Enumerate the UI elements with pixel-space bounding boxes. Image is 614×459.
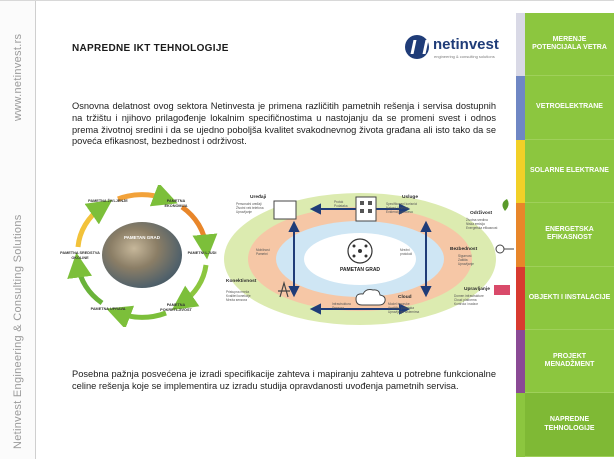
node-title: Cloud bbox=[398, 295, 412, 300]
node-title: Bezbednost bbox=[450, 247, 478, 252]
cycle-label: PAMETNA POKRETLJIVOST bbox=[160, 303, 192, 312]
nav-item-project-management[interactable]: PROJEKT MENADŽMENT bbox=[516, 329, 614, 394]
nav-item-solar-plants[interactable]: SOLARNE ELEKTRANE bbox=[516, 139, 614, 204]
page-title: NAPREDNE IKT TEHNOLOGIJE bbox=[72, 43, 229, 54]
closing-paragraph: Posebna pažnja posvećena je izradi speci… bbox=[72, 369, 496, 391]
cycle-label: PAMETNA SREDSTVA OKOLINE bbox=[60, 251, 100, 260]
nav-button[interactable]: NAPREDNE TEHNOLOGIJE bbox=[525, 393, 614, 457]
nav-item-buildings-installations[interactable]: OBJEKTI I INSTALACIJE bbox=[516, 266, 614, 330]
nav-item-advanced-technologies[interactable]: NAPREDNE TEHNOLOGIJE bbox=[516, 393, 614, 457]
nav-color-stripe bbox=[516, 139, 525, 204]
node-title: Održivost bbox=[470, 211, 493, 216]
logo-wordmark: netinvest bbox=[433, 36, 499, 53]
ecosystem-center-label: PAMETAN GRAD bbox=[339, 267, 381, 273]
netinvest-logo-icon bbox=[405, 35, 429, 59]
nav-item-wind-farms[interactable]: VETROELEKTRANE bbox=[516, 76, 614, 140]
nav-color-stripe bbox=[516, 13, 525, 77]
node-title: Uređaji bbox=[250, 195, 267, 200]
nav-color-stripe bbox=[516, 76, 525, 140]
netinvest-logo: netinvest engineering & consulting solut… bbox=[405, 33, 515, 65]
node-title: Usluge bbox=[402, 195, 418, 200]
nav-button[interactable]: OBJEKTI I INSTALACIJE bbox=[525, 266, 614, 330]
nav-color-stripe bbox=[516, 266, 525, 330]
nav-button[interactable]: SOLARNE ELEKTRANE bbox=[525, 139, 614, 204]
company-name: Netinvest Engineering & Consulting Solut… bbox=[12, 214, 24, 449]
sector-navigation: MERENJE POTENCIJALA VETRA VETROELEKTRANE… bbox=[516, 13, 614, 457]
node-title: Upravljanje bbox=[464, 287, 490, 292]
node-title: Konektivnost bbox=[226, 279, 257, 284]
nav-item-wind-measurement[interactable]: MERENJE POTENCIJALA VETRA bbox=[516, 13, 614, 77]
nav-button[interactable]: VETROELEKTRANE bbox=[525, 76, 614, 140]
intro-paragraph: Osnovna delatnost ovog sektora Netinvest… bbox=[72, 101, 496, 147]
nav-color-stripe bbox=[516, 393, 525, 457]
nav-item-energy-efficiency[interactable]: ENERGETSKA EFIKASNOST bbox=[516, 203, 614, 267]
nav-color-stripe bbox=[516, 329, 525, 394]
cycle-center-label: PAMETAN GRAD bbox=[123, 235, 161, 240]
cycle-label: PAMETNA UPRAVA bbox=[90, 307, 126, 311]
left-sidebar-strip: www.netinvest.rs Netinvest Engineering &… bbox=[0, 1, 36, 459]
cycle-arrows bbox=[67, 185, 218, 327]
ecosystem-rings bbox=[224, 193, 514, 325]
city-aerial-photo bbox=[102, 222, 182, 288]
logo-tagline: engineering & consulting solutions bbox=[434, 54, 495, 59]
cycle-label: PAMETNI LJUDI bbox=[187, 251, 217, 255]
website-url[interactable]: www.netinvest.rs bbox=[12, 33, 24, 121]
cycle-label: PAMETNA ŽIVLJENJE bbox=[88, 199, 128, 203]
nav-button[interactable]: PROJEKT MENADŽMENT bbox=[525, 329, 614, 394]
cycle-label: PAMETNA EKONOMIJA bbox=[164, 199, 188, 208]
smart-city-cycle-diagram: PAMETAN GRAD PAMETNA ŽIVLJENJE PAMETNA E… bbox=[58, 185, 226, 327]
nav-button[interactable]: MERENJE POTENCIJALA VETRA bbox=[525, 13, 614, 77]
nav-color-stripe bbox=[516, 203, 525, 267]
nav-button[interactable]: ENERGETSKA EFIKASNOST bbox=[525, 203, 614, 267]
